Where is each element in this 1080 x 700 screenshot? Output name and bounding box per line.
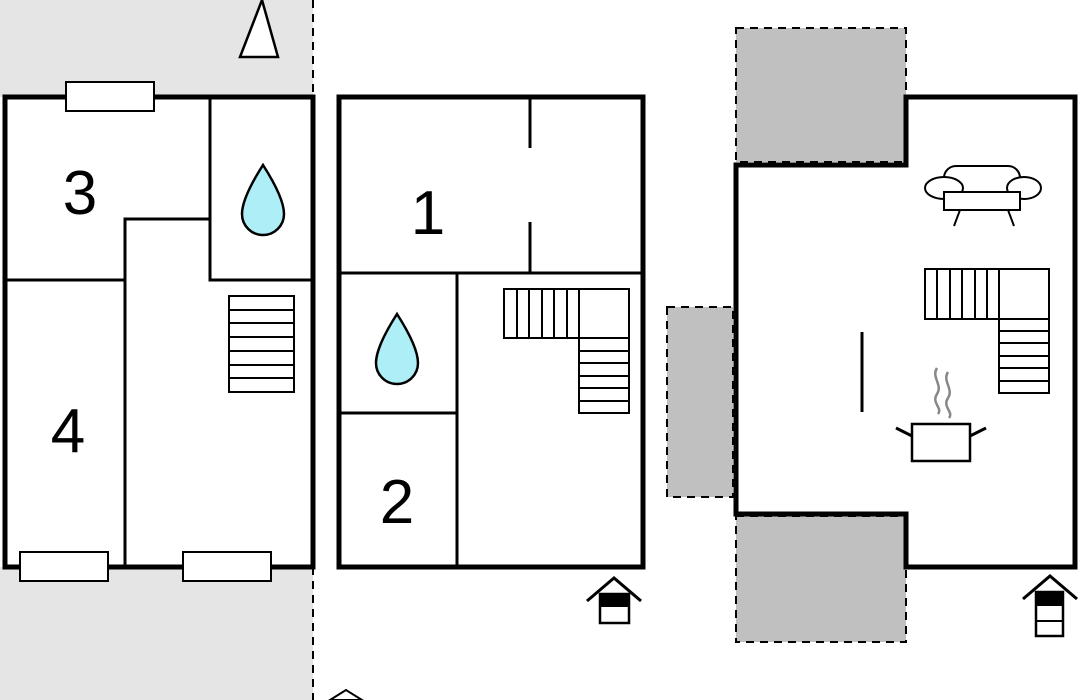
window [19,551,109,582]
terrace-bottom [735,515,907,643]
entrance-house-icon [586,576,642,625]
north-arrow-icon [328,688,364,700]
window [65,81,155,112]
cooking-pot-icon [895,367,987,463]
terrace-top [735,27,907,163]
north-arrow-icon [238,0,280,59]
terrace-left [666,306,734,498]
stairs-icon [924,268,1050,394]
inner-wall [123,217,210,565]
stairs-icon [503,288,630,414]
stairs-icon [228,295,295,393]
entrance-house-icon [1022,574,1078,638]
room-4-label: 4 [51,397,85,466]
floor-middle: 1 2 [336,94,646,625]
floor-left: 3 4 [0,0,364,700]
outer-walls [336,94,646,570]
room-2-label: 2 [380,468,414,537]
bathroom-drop-icon [374,311,420,386]
outer-walls [733,94,1078,570]
bathroom-drop-icon [240,162,286,237]
window [182,551,272,582]
garden-area-bottom [0,567,313,700]
room-1-label: 1 [411,179,445,248]
inner-wall [208,97,311,282]
sofa-icon [924,165,1042,227]
room-3-label: 3 [63,159,97,228]
outer-walls [2,94,316,570]
floor-right [666,27,1078,643]
